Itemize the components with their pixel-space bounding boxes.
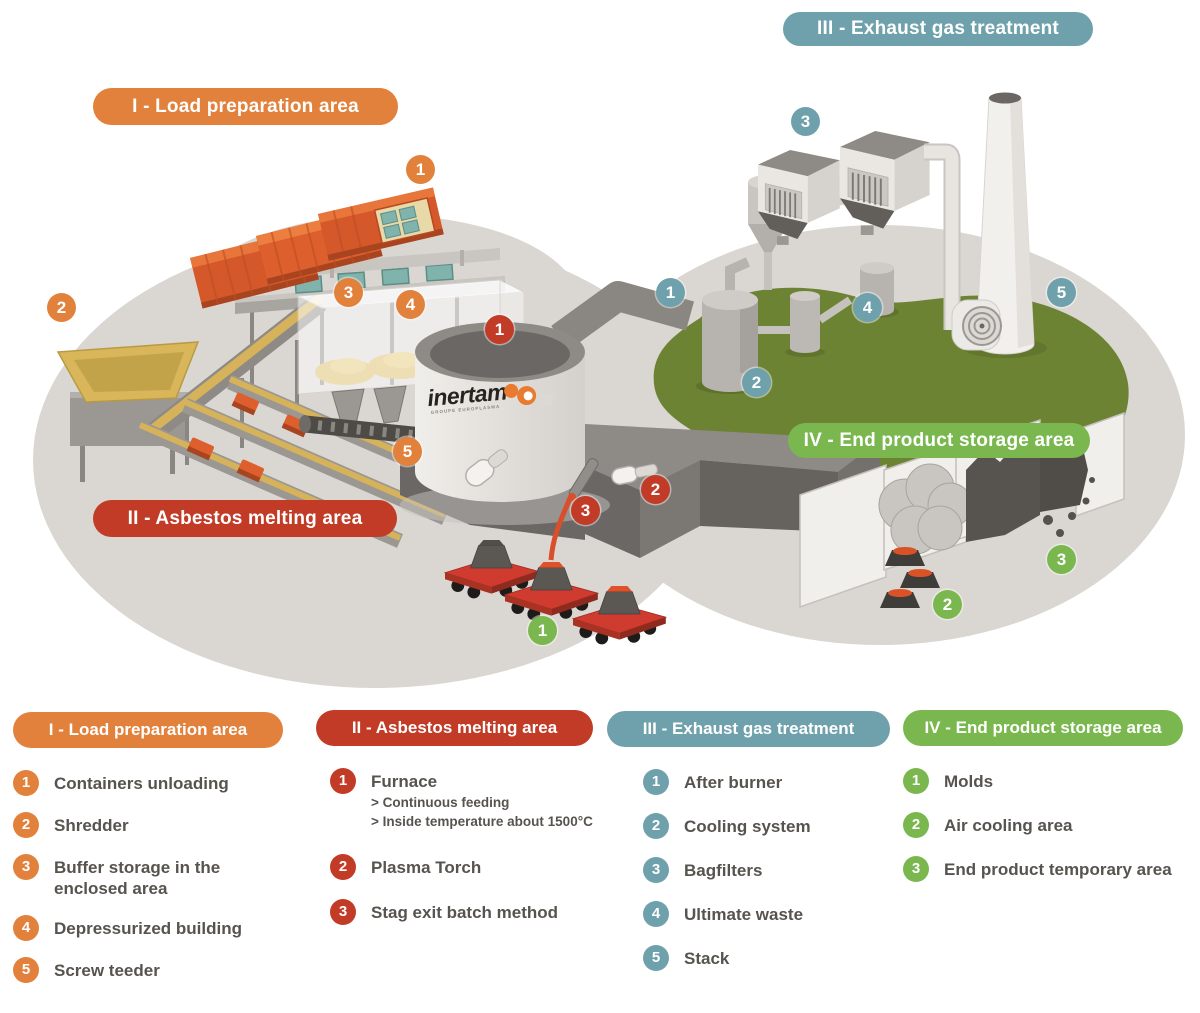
legend-asbestos-melting: II - Asbestos melting area 1 Furnace > C… [316, 710, 606, 944]
legend-num-badge: 2 [330, 854, 356, 880]
legend-item-label: Depressurized building [54, 919, 242, 938]
marker-exhaust-4: 4 [853, 293, 882, 322]
legend-item-screw-teeder: 5 Screw teeder [13, 957, 305, 983]
legend-num-badge: 1 [903, 768, 929, 794]
legend-item-buffer-storage: 3 Buffer storage in the enclosed area [13, 854, 305, 899]
legend-num-badge: 3 [643, 857, 669, 883]
legend-item-molds: 1 Molds [903, 768, 1195, 794]
legend-num-badge: 3 [330, 899, 356, 925]
marker-load-prep-1: 1 [406, 155, 435, 184]
legend-num-badge: 2 [13, 812, 39, 838]
legend-header-end-product-storage: IV - End product storage area [903, 710, 1183, 746]
marker-load-prep-4: 4 [396, 290, 425, 319]
legend-header-exhaust-gas: III - Exhaust gas treatment [607, 711, 890, 747]
legend-item-air-cooling-area: 2 Air cooling area [903, 812, 1195, 838]
legend-item-label: Stag exit batch method [371, 903, 559, 922]
legend-item-label: Air cooling area [944, 816, 1073, 835]
marker-storage-2: 2 [933, 590, 962, 619]
exhaust-treatment [696, 92, 1047, 394]
plant-illustration: inertam GROUPE EUROPLASMA [33, 12, 1185, 688]
legend-end-product-storage: IV - End product storage area 1 Molds 2 … [903, 710, 1195, 900]
legend-exhaust-gas-treatment: III - Exhaust gas treatment 1 After burn… [607, 711, 895, 989]
legend-header-asbestos-melting: II - Asbestos melting area [316, 710, 593, 746]
legend-num-badge: 4 [643, 901, 669, 927]
legend-item-containers-unloading: 1 Containers unloading [13, 770, 305, 796]
banner-exhaust-gas-treatment: III - Exhaust gas treatment [783, 12, 1093, 46]
furnace: inertam GROUPE EUROPLASMA [400, 322, 610, 525]
inertam-logo-tagline: GROUPE EUROPLASMA [431, 404, 501, 415]
slag-piles [878, 440, 1095, 555]
legend-load-preparation: I - Load preparation area 1 Containers u… [13, 712, 305, 999]
legend-header-load-preparation: I - Load preparation area [13, 712, 283, 748]
legend-num-badge: 4 [13, 915, 39, 941]
marker-melting-1: 1 [485, 315, 514, 344]
legend-num-badge: 1 [13, 770, 39, 796]
legend-item-stack: 5 Stack [643, 945, 895, 971]
legend-item-end-product-temporary-area: 3 End product temporary area [903, 856, 1195, 882]
inertam-logo: inertam GROUPE EUROPLASMA [426, 378, 554, 415]
legend-item-stag-exit: 3 Stag exit batch method [330, 899, 606, 925]
cooling-molds [880, 547, 940, 608]
legend-item-label: Containers unloading [54, 774, 229, 793]
legend-item-depressurized-building: 4 Depressurized building [13, 915, 305, 941]
legend-num-badge: 5 [13, 957, 39, 983]
marker-melting-3: 3 [571, 496, 600, 525]
legend-item-label: Stack [684, 949, 730, 968]
banner-asbestos-melting-area: II - Asbestos melting area [93, 500, 397, 537]
bagfilter-2 [840, 131, 930, 235]
plasma-torches [465, 449, 658, 487]
legend-item-label: Bagfilters [684, 861, 763, 880]
legend-item-label: Ultimate waste [684, 905, 804, 924]
plant-illustration-art: inertam GROUPE EUROPLASMA [33, 92, 1185, 688]
marker-load-prep-3: 3 [334, 278, 363, 307]
legend-num-badge: 1 [330, 768, 356, 794]
legend-item-label: Screw teeder [54, 961, 160, 980]
marker-exhaust-2: 2 [742, 368, 771, 397]
containers [190, 187, 500, 309]
marker-storage-3: 3 [1047, 545, 1076, 574]
legend-item-after-burner: 1 After burner [643, 769, 895, 795]
legend-item-label: Plasma Torch [371, 858, 482, 877]
end-product-storage [799, 411, 1125, 609]
marker-load-prep-2: 2 [47, 293, 76, 322]
cooling-system [790, 291, 820, 353]
mold-carts [443, 540, 668, 645]
incline-conveyor [143, 294, 327, 465]
stack-fan [951, 299, 1002, 351]
legend-item-cooling-system: 2 Cooling system [643, 813, 895, 839]
legend-num-badge: 3 [13, 854, 39, 880]
legend-num-badge: 1 [643, 769, 669, 795]
furnace-exhaust-duct [551, 281, 695, 351]
marker-storage-1: 1 [528, 616, 557, 645]
legend-item-ultimate-waste: 4 Ultimate waste [643, 901, 895, 927]
legend-item-label: After burner [684, 773, 783, 792]
legend-item-label: End product temporary area [944, 860, 1172, 879]
marker-exhaust-3: 3 [791, 107, 820, 136]
marker-load-prep-5: 5 [393, 437, 422, 466]
legend-item-furnace: 1 Furnace > Continuous feeding > Inside … [330, 768, 606, 830]
legend-item-label: Molds [944, 772, 994, 791]
legend-num-badge: 5 [643, 945, 669, 971]
legend-num-badge: 2 [643, 813, 669, 839]
after-burner [702, 290, 758, 392]
marker-melting-2: 2 [641, 475, 670, 504]
legend-item-shredder: 2 Shredder [13, 812, 305, 838]
legend-item-label: Cooling system [684, 817, 811, 836]
slag-pour [548, 458, 599, 561]
bagfilter-1 [758, 150, 840, 245]
legend-item-label: Buffer storage in the enclosed area [54, 858, 221, 898]
legend-item-bagfilters: 3 Bagfilters [643, 857, 895, 883]
marker-exhaust-5: 5 [1047, 278, 1076, 307]
stack [951, 92, 1047, 358]
banner-load-preparation-area: I - Load preparation area [93, 88, 398, 125]
legend-item-label: Shredder [54, 816, 129, 835]
marker-exhaust-1: 1 [656, 278, 685, 307]
legend-subline-continuous-feeding: > Continuous feeding [371, 795, 510, 810]
legend-item-plasma-torch: 2 Plasma Torch [330, 854, 606, 880]
banner-end-product-storage-area: IV - End product storage area [788, 423, 1090, 458]
legend-num-badge: 2 [903, 812, 929, 838]
legend-item-label: Furnace [371, 772, 438, 791]
legend-subline-inside-temperature: > Inside temperature about 1500°C [371, 814, 593, 829]
legend-num-badge: 3 [903, 856, 929, 882]
